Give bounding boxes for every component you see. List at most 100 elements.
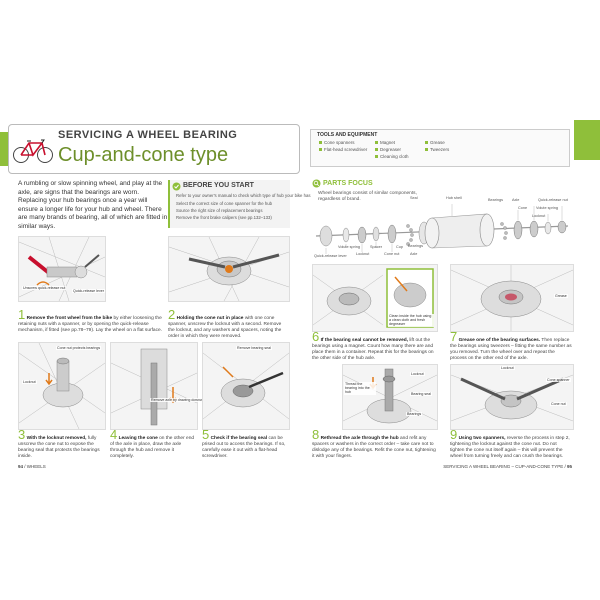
tool-item: Cone spanners — [319, 140, 355, 145]
step-bold: Using two spanners, — [458, 436, 506, 441]
step-bold: With the locknut removed, — [26, 436, 87, 441]
before-you-start-box: BEFORE YOU START Refer to your owner's m… — [168, 180, 311, 228]
part-label: Bearings — [488, 198, 503, 202]
step-2-photo — [168, 236, 290, 302]
exploded-hub-diagram — [315, 204, 569, 254]
photo-label: Grease — [554, 294, 568, 298]
checklist-item: Source the right size of replacement bea… — [176, 208, 263, 213]
magnifier-icon — [312, 179, 321, 188]
step-text: with one cone spanner, unscrew the lockn… — [168, 316, 282, 339]
step-text: fully unscrew the cone nut to expose the… — [18, 436, 100, 459]
photo-label: Cone spanner — [546, 378, 571, 382]
road-bike-icon — [13, 139, 53, 163]
intro-paragraph: A rumbling or slow spinning wheel, and p… — [18, 180, 168, 230]
page-number-right: 95 — [566, 464, 572, 469]
step-3-photo — [18, 342, 106, 430]
step-text: reverse the process in step 2, tightenin… — [450, 436, 570, 459]
step-text: by either loosening the retaining nuts w… — [18, 316, 162, 333]
part-label: Cone — [518, 206, 528, 210]
section-name: WHEELS — [26, 464, 46, 469]
page-title: Cup-and-cone type — [58, 144, 229, 166]
step-7-caption: 7 Grease one of the bearing surfaces. Th… — [450, 330, 572, 362]
step-1-caption: 1 Remove the front wheel from the bike b… — [18, 308, 168, 334]
step-bold: Leaving the cone — [118, 436, 158, 441]
part-label: Quick-release nut — [538, 198, 568, 202]
step-5-caption: 5 Check if the bearing seal can be prise… — [202, 428, 288, 460]
photo-label: Unscrew quick-release nut — [22, 286, 67, 290]
wheel-photo-illustration — [313, 265, 437, 331]
footer-right: SERVICING A WHEEL BEARING – CUP-AND-CONE… — [443, 464, 572, 469]
step-9-photo — [450, 364, 574, 430]
step-text: on the other end of the axle in place, d… — [110, 436, 195, 459]
part-label: Volute spring — [338, 245, 360, 249]
tool-item: Tweezers — [425, 147, 449, 152]
step-bold: Remove the front wheel from the bike — [26, 316, 113, 321]
tools-box: TOOLS AND EQUIPMENT Cone spanners Flat-h… — [310, 129, 570, 167]
checklist-item: Remove the front brake calipers (see pp.… — [176, 215, 272, 220]
part-label: Seal — [410, 196, 418, 200]
wheel-photo-illustration — [19, 237, 105, 301]
step-3-caption: 3 With the locknut removed, fully unscre… — [18, 428, 104, 460]
step-4-caption: 4 Leaving the cone on the other end of t… — [110, 428, 196, 460]
part-label: Cone nut — [384, 252, 400, 256]
wheel-photo-illustration — [19, 343, 105, 429]
parts-focus-text: Wheel bearings consist of similar compon… — [318, 191, 417, 202]
tool-item: Flat-head screwdriver — [319, 147, 367, 152]
step-number: 4 — [110, 427, 118, 442]
part-label: Axle — [410, 252, 418, 256]
step-bold: Check if the bearing seal — [210, 436, 268, 441]
photo-label: Thread the bearing into the hub — [344, 382, 376, 395]
step-number: 2 — [168, 307, 176, 322]
footer-left: 94 / WHEELS — [18, 464, 46, 469]
parts-focus-panel: PARTS FOCUS Wheel bearings consist of si… — [312, 178, 572, 263]
step-2-caption: 2 Holding the cone nut in place with one… — [168, 308, 288, 340]
checklist-icon — [172, 182, 181, 191]
running-title: SERVICING A WHEEL BEARING – CUP-AND-CONE… — [443, 464, 564, 469]
step-text: lift out the bearings using a magnet. Co… — [312, 338, 434, 361]
wheel-photo-illustration — [111, 343, 197, 429]
step-5-photo — [202, 342, 290, 430]
photo-label: Cone nut protects bearings — [56, 346, 102, 350]
part-label: Cup — [396, 245, 403, 249]
step-number: 1 — [18, 307, 26, 322]
photo-label: Remove axle by drawing downwards — [150, 398, 211, 402]
step-number: 3 — [18, 427, 26, 442]
part-label: Quick-release lever — [314, 254, 347, 258]
checklist-item: Select the correct size of cone spanner … — [176, 201, 273, 206]
step-7-photo — [450, 264, 574, 332]
part-label: Locknut — [356, 252, 370, 256]
photo-label: Locknut — [500, 366, 515, 370]
part-label: Bearings — [408, 244, 423, 248]
tool-item: Grease — [425, 140, 445, 145]
tools-heading: TOOLS AND EQUIPMENT — [317, 132, 378, 138]
step-4-photo — [110, 342, 198, 430]
wheel-photo-illustration — [169, 237, 289, 301]
checklist-item: Refer to your owner's manual to check wh… — [176, 193, 311, 198]
step-number: 5 — [202, 427, 210, 442]
step-number: 8 — [312, 427, 320, 442]
page-edge-tab — [574, 120, 600, 160]
step-text: can be prised out to access the bearings… — [202, 436, 286, 459]
step-bold: Holding the cone nut in place — [176, 316, 244, 321]
tool-item: Degreaser — [375, 147, 401, 152]
page-number-left: 94 — [18, 464, 24, 469]
step-bold: Rethread the axle through the hub — [320, 436, 399, 441]
wheel-photo-illustration — [451, 365, 573, 429]
step-number: 7 — [450, 329, 458, 344]
step-text: Then replace the bearings using tweezers… — [450, 338, 572, 361]
step-1-photo — [18, 236, 106, 302]
photo-label: Cone nut — [550, 402, 567, 406]
part-label: Axle — [512, 198, 520, 202]
title-kicker: Servicing a wheel bearing — [58, 129, 238, 141]
step-bold: Grease one of the bearing surfaces. — [458, 338, 541, 343]
wheel-photo-illustration — [203, 343, 289, 429]
step-number: 9 — [450, 427, 458, 442]
photo-label: Quick-release lever — [72, 289, 105, 293]
step-bold: If the bearing seal cannot be removed, — [320, 338, 409, 343]
tool-item: Cleaning cloth — [375, 154, 409, 159]
photo-label: Bearings — [406, 412, 423, 416]
wheel-photo-illustration — [451, 265, 573, 331]
step-6-photo — [312, 264, 438, 332]
part-label: Spacer — [370, 245, 383, 249]
title-panel — [8, 124, 300, 174]
